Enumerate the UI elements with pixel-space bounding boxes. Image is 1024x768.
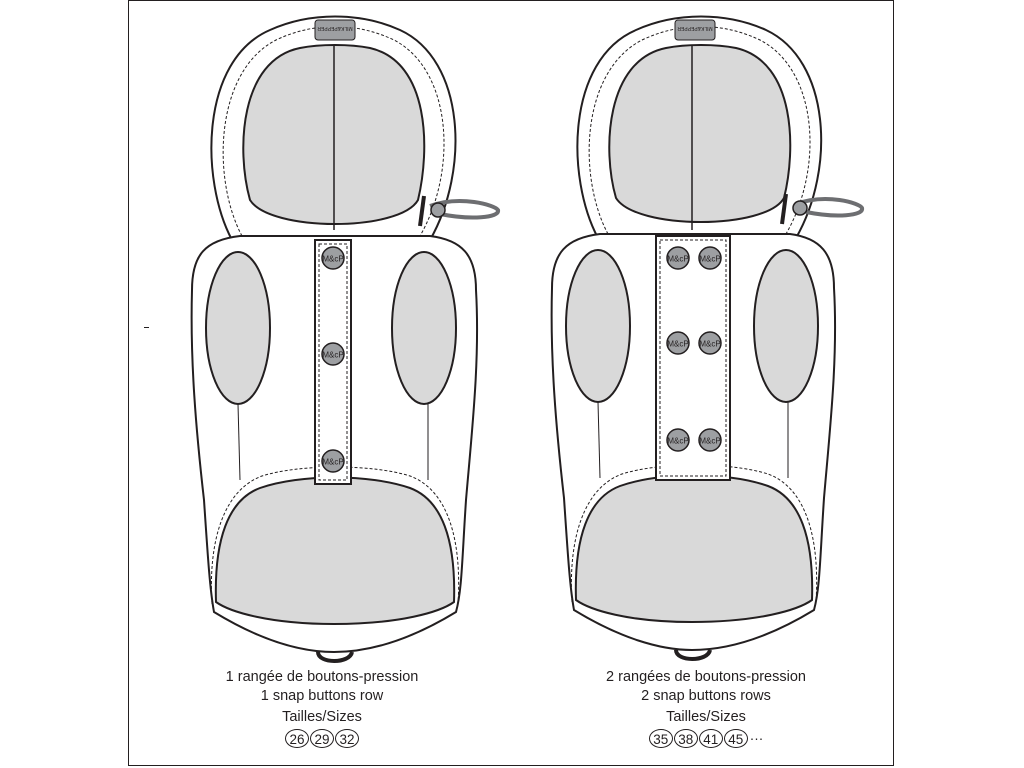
snap-button: M&cP: [698, 246, 722, 270]
right-belly-panel: [574, 474, 814, 624]
left-belly-panel: [214, 476, 456, 626]
snap-label: M&cP: [667, 255, 688, 264]
snap-label: M&cP: [322, 255, 343, 264]
snap-label: M&cP: [322, 351, 343, 360]
left-sizes-label: Tailles/Sizes: [282, 709, 362, 725]
right-vest: [550, 15, 864, 661]
right-sizes-label: Tailles/Sizes: [666, 709, 746, 725]
size-badge: 41: [698, 729, 723, 748]
right-snaps: M&cP M&cP M&cP M&cP M&cP M&cP: [666, 246, 722, 452]
snap-label: M&cP: [699, 340, 720, 349]
stray-mark: [144, 327, 149, 328]
left-brand-tag-text: MILK&PEPPER: [317, 25, 353, 31]
sizes-more-indicator: ···: [749, 731, 764, 746]
size-badge: 45: [723, 729, 748, 748]
snap-button: M&cP: [321, 342, 345, 366]
snap-label: M&cP: [699, 255, 720, 264]
snap-button: M&cP: [666, 428, 690, 452]
right-armhole-left: [565, 249, 631, 403]
right-caption: 2 rangées de boutons-pression 2 snap but…: [541, 668, 871, 748]
left-armhole-right: [391, 251, 457, 405]
snap-label: M&cP: [667, 340, 688, 349]
left-snaps: M&cP M&cP M&cP: [321, 246, 345, 473]
left-caption-fr: 1 rangée de boutons-pression: [225, 669, 419, 685]
left-armhole-left: [205, 251, 271, 405]
snap-label: M&cP: [667, 437, 688, 446]
left-brand-tag: [314, 19, 356, 41]
right-armhole-right: [753, 249, 819, 403]
snap-button: M&cP: [321, 246, 345, 270]
left-caption-en: 1 snap buttons row: [260, 688, 384, 704]
right-sizes: 35 38 41 45 ···: [541, 729, 871, 748]
snap-button: M&cP: [666, 331, 690, 355]
snap-label: M&cP: [322, 458, 343, 467]
right-brand-tag-text: MILK&PEPPER: [677, 25, 713, 31]
left-vest: [190, 15, 500, 663]
left-sizes: 26 29 32: [157, 729, 487, 748]
snap-label: M&cP: [699, 437, 720, 446]
size-badge: 29: [310, 729, 334, 748]
right-hood-lining: [608, 44, 792, 223]
left-caption: 1 rangée de boutons-pression 1 snap butt…: [157, 668, 487, 748]
size-badge: 35: [648, 729, 673, 748]
right-brand-tag: [674, 19, 716, 41]
size-badge: 38: [673, 729, 698, 748]
snap-button: M&cP: [666, 246, 690, 270]
right-caption-fr: 2 rangées de boutons-pression: [606, 669, 806, 685]
snap-button: M&cP: [698, 428, 722, 452]
snap-button: M&cP: [321, 449, 345, 473]
size-badge: 26: [285, 729, 309, 748]
right-caption-en: 2 snap buttons rows: [641, 688, 771, 704]
size-badge: 32: [335, 729, 359, 748]
snap-button: M&cP: [698, 331, 722, 355]
